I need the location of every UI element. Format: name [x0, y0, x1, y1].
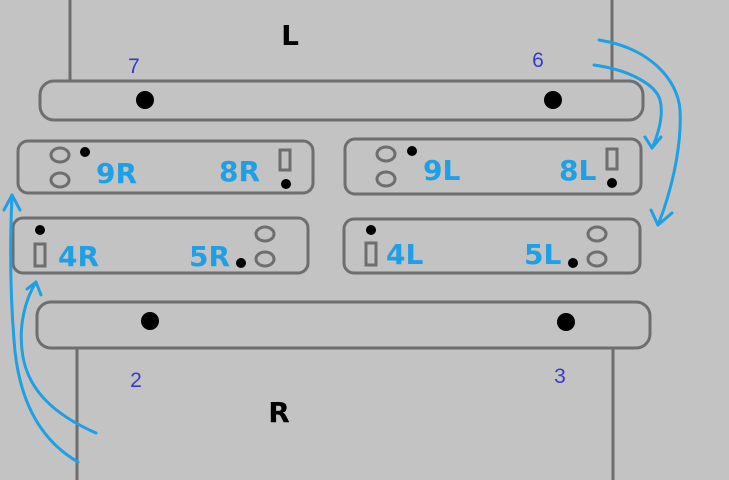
position-number-3: 3	[554, 365, 566, 388]
block-label-4l: 4L	[386, 238, 423, 271]
bottom-bar-hole-left	[141, 312, 159, 330]
dot-marker	[236, 258, 246, 268]
dot-marker	[35, 225, 45, 235]
ring-icon	[254, 225, 276, 243]
arrow-curve-right-upper	[592, 63, 663, 150]
position-number-6: 6	[532, 49, 544, 72]
arrowhead-icon	[25, 280, 43, 297]
dot-marker	[80, 147, 90, 157]
label-top: L	[281, 19, 299, 52]
dot-marker	[607, 178, 617, 188]
ring-icon	[49, 171, 71, 189]
arrow-curve-left-inner	[19, 280, 98, 435]
top-bar-hole-left	[136, 91, 154, 109]
slot-icon	[364, 241, 378, 267]
arrow-curve-left-outer	[9, 193, 80, 464]
ring-icon	[254, 250, 276, 268]
ring-icon	[586, 250, 608, 268]
slot-icon	[33, 242, 47, 268]
bottom-bar-hole-right	[557, 313, 575, 331]
dot-marker	[281, 179, 291, 189]
arrowhead-icon	[649, 208, 674, 227]
position-number-7: 7	[128, 55, 140, 78]
position-number-2: 2	[130, 369, 142, 392]
ring-icon	[375, 145, 397, 163]
block-4l-5l	[342, 217, 642, 275]
ring-icon	[586, 225, 608, 243]
block-label-8r: 8R	[219, 155, 260, 188]
arrowhead-icon	[643, 135, 663, 150]
slot-icon	[605, 147, 619, 171]
label-bottom: R	[268, 396, 290, 429]
block-9l-8l	[343, 137, 643, 196]
block-label-5l: 5L	[524, 238, 561, 271]
dot-marker	[568, 258, 578, 268]
arrowhead-icon	[2, 193, 22, 212]
block-4r-5r	[11, 216, 310, 275]
dot-marker	[366, 225, 376, 235]
block-label-5r: 5R	[189, 240, 230, 273]
bottom-bar	[35, 300, 652, 350]
block-label-9l: 9L	[423, 154, 460, 187]
block-label-9r: 9R	[96, 157, 137, 190]
top-bar	[38, 79, 645, 122]
block-label-8l: 8L	[559, 154, 596, 187]
ring-icon	[49, 146, 71, 164]
block-9r-8r	[16, 139, 315, 195]
slot-icon	[278, 148, 292, 172]
dot-marker	[407, 146, 417, 156]
top-bar-hole-right	[544, 91, 562, 109]
block-label-4r: 4R	[58, 240, 99, 273]
arrow-curve-right-lower	[597, 38, 682, 227]
ring-icon	[375, 170, 397, 188]
